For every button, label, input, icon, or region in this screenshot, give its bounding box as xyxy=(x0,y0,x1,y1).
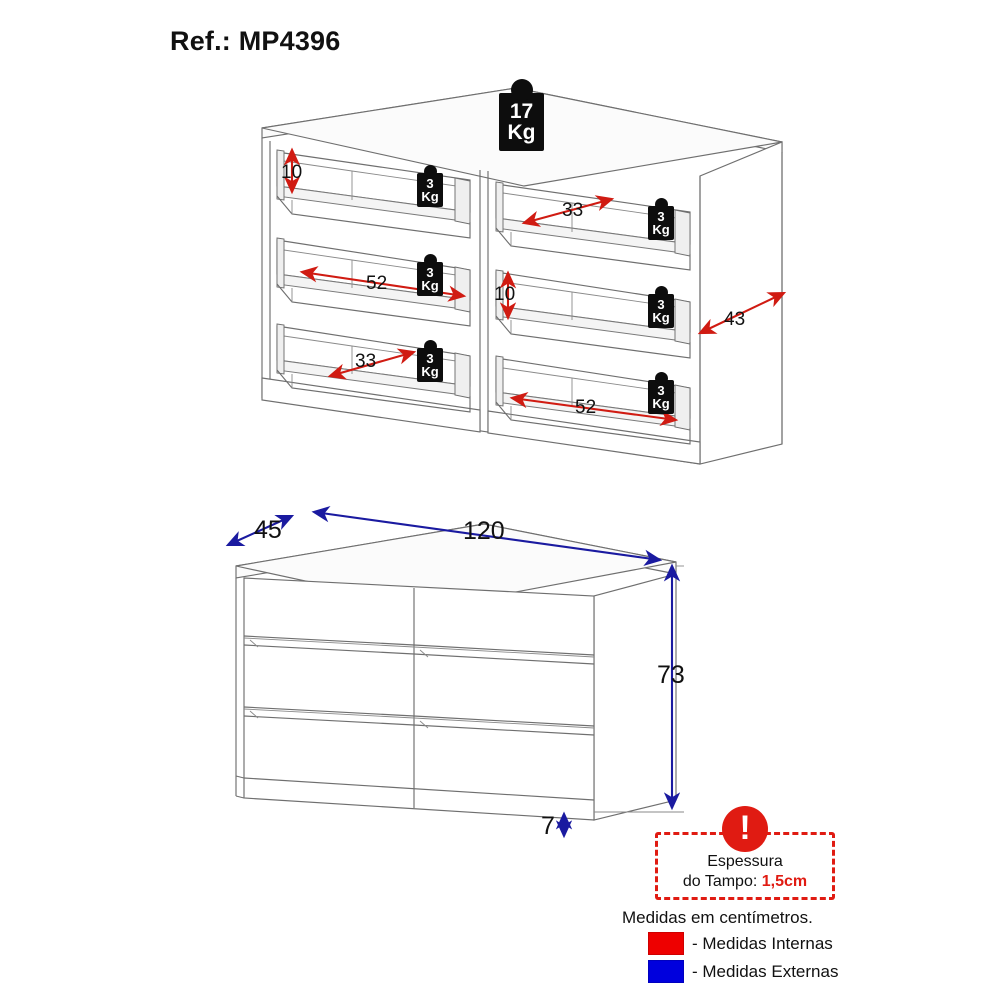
legend-label-internal: - Medidas Internas xyxy=(692,933,833,953)
open-cabinet-plinth-left xyxy=(261,377,481,433)
legend-swatch-internal xyxy=(648,932,684,955)
dim-label-right-top-depth: 33 xyxy=(562,200,584,221)
weight-badge-right-middle-3kg: 3 Kg xyxy=(648,286,674,328)
dim-label-right-middle-height: 10 xyxy=(494,284,516,305)
warning-line-2-prefix: do Tampo: xyxy=(682,873,762,890)
warning-line-1: Espessura xyxy=(707,853,783,870)
legend-units-note: Medidas em centímetros. xyxy=(622,908,813,927)
weight-badge-value: 3 xyxy=(657,296,665,312)
dim-label-height-73: 73 xyxy=(657,661,685,689)
weight-badge-top-17kg: 17 Kg xyxy=(499,79,544,151)
dim-label-left-middle-width: 52 xyxy=(366,273,388,294)
weight-badge-value: 17 xyxy=(509,99,534,123)
weight-badge-value: 3 xyxy=(657,208,665,224)
weight-badge-right-top-3kg: 3 Kg xyxy=(648,198,674,240)
dim-label-left-top-height: 10 xyxy=(281,162,303,183)
warning-line-2: do Tampo: 1,5cm xyxy=(655,872,835,892)
dim-label-width-120: 120 xyxy=(463,517,505,545)
weight-badge-value: 3 xyxy=(426,264,434,280)
open-cabinet-plinth-right xyxy=(487,410,701,465)
warning-thickness-value: 1,5cm xyxy=(761,873,808,890)
weight-badge-unit: Kg xyxy=(421,278,439,293)
open-cabinet-right-side xyxy=(699,141,783,465)
dim-label-depth-45: 45 xyxy=(254,516,282,544)
legend-item-internal: - Medidas Internas xyxy=(648,932,833,955)
dim-label-left-bottom-depth: 33 xyxy=(355,351,377,372)
closed-cabinet-drawing xyxy=(235,523,677,821)
weight-badge-value: 3 xyxy=(426,175,434,191)
weight-badge-unit: Kg xyxy=(652,396,670,411)
weight-badge-value: 3 xyxy=(657,382,665,398)
weight-badge-value: 3 xyxy=(426,350,434,366)
legend-swatch-external xyxy=(648,960,684,983)
weight-badge-right-bottom-3kg: 3 Kg xyxy=(648,372,674,414)
dim-label-cabinet-side-depth: 43 xyxy=(724,309,746,330)
legend-item-external: - Medidas Externas xyxy=(648,960,838,983)
weight-badge-left-bottom-3kg: 3 Kg xyxy=(417,340,443,382)
exclamation-icon: ! xyxy=(722,806,768,852)
weight-badge-left-middle-3kg: 3 Kg xyxy=(417,254,443,296)
weight-badge-unit: Kg xyxy=(421,189,439,204)
legend-label-external: - Medidas Externas xyxy=(692,961,839,981)
weight-badge-unit: Kg xyxy=(421,364,439,379)
page-title: Ref.: MP4396 xyxy=(170,26,341,56)
weight-badge-left-top-3kg: 3 Kg xyxy=(417,165,443,207)
dim-label-right-bottom-width: 52 xyxy=(575,397,597,418)
dim-label-plinth-7: 7 xyxy=(541,812,555,840)
thickness-warning-text: Espessura do Tampo: 1,5cm xyxy=(655,852,835,892)
weight-badge-unit: Kg xyxy=(507,121,536,144)
weight-badge-unit: Kg xyxy=(652,222,670,237)
weight-badge-unit: Kg xyxy=(652,310,670,325)
